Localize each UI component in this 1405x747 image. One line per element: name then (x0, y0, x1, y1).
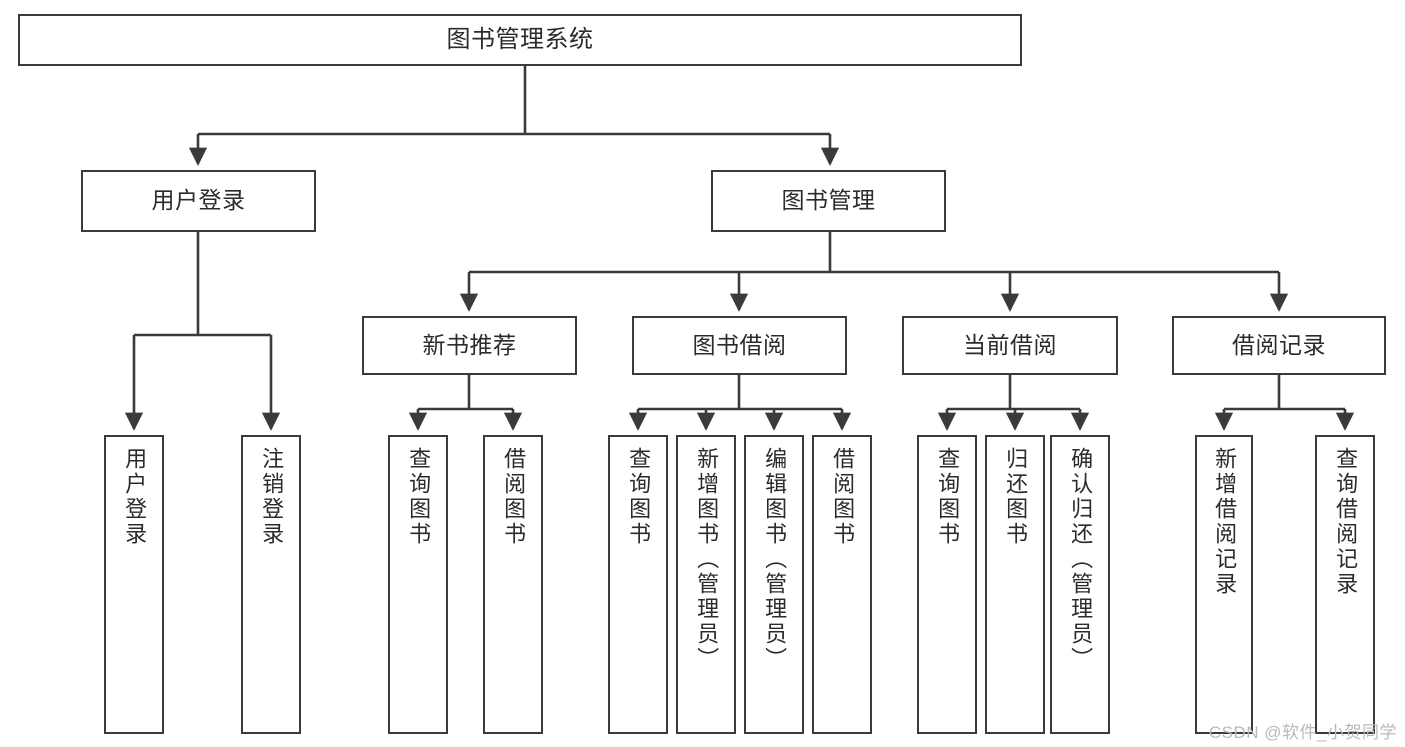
node-label: 当前借阅 (963, 331, 1057, 358)
node-label: 图书管理 (781, 187, 876, 214)
node-label: 新书推荐 (422, 331, 517, 358)
node-leaf-add-book[interactable]: 新增图书（管理员） (676, 435, 736, 734)
node-leaf-return-book[interactable]: 归还图书 (985, 435, 1045, 734)
node-label: 归还图书 (1003, 447, 1029, 547)
node-label: 注销登录 (259, 447, 285, 547)
node-label: 用户登录 (151, 187, 246, 214)
node-label: 借阅记录 (1232, 331, 1326, 358)
node-leaf-edit-book[interactable]: 编辑图书（管理员） (744, 435, 804, 734)
node-label: 编辑图书（管理员） (762, 447, 788, 672)
watermark-text: CSDN @软件_小贺同学 (1208, 723, 1397, 742)
node-current-borrow[interactable]: 当前借阅 (902, 316, 1118, 375)
node-leaf-confirm-return[interactable]: 确认归还（管理员） (1050, 435, 1110, 734)
node-borrow-record[interactable]: 借阅记录 (1172, 316, 1386, 375)
node-label: 图书借阅 (692, 331, 787, 358)
node-label: 借阅图书 (501, 447, 527, 547)
node-leaf-query-book-1[interactable]: 查询图书 (388, 435, 448, 734)
node-leaf-logout-login[interactable]: 注销登录 (241, 435, 301, 734)
node-label: 新增图书（管理员） (694, 447, 720, 672)
node-leaf-query-record[interactable]: 查询借阅记录 (1315, 435, 1375, 734)
node-book-manage[interactable]: 图书管理 (711, 170, 946, 232)
node-leaf-borrow-book-1[interactable]: 借阅图书 (483, 435, 543, 734)
node-leaf-user-login[interactable]: 用户登录 (104, 435, 164, 734)
node-label: 查询借阅记录 (1333, 447, 1359, 597)
node-label: 借阅图书 (830, 447, 856, 547)
node-root-system[interactable]: 图书管理系统 (18, 14, 1022, 66)
node-leaf-add-record[interactable]: 新增借阅记录 (1195, 435, 1253, 734)
node-leaf-query-book-2[interactable]: 查询图书 (608, 435, 668, 734)
node-label: 查询图书 (935, 447, 961, 547)
node-new-book-recommend[interactable]: 新书推荐 (362, 316, 577, 375)
node-label: 确认归还（管理员） (1068, 447, 1094, 672)
node-label: 用户登录 (122, 447, 148, 547)
node-user-login[interactable]: 用户登录 (81, 170, 316, 232)
node-label: 查询图书 (406, 447, 432, 547)
node-leaf-query-book-3[interactable]: 查询图书 (917, 435, 977, 734)
node-label: 图书管理系统 (446, 25, 594, 53)
node-label: 查询图书 (626, 447, 652, 547)
node-label: 新增借阅记录 (1212, 447, 1238, 597)
node-leaf-borrow-book-2[interactable]: 借阅图书 (812, 435, 872, 734)
node-book-borrow[interactable]: 图书借阅 (632, 316, 847, 375)
